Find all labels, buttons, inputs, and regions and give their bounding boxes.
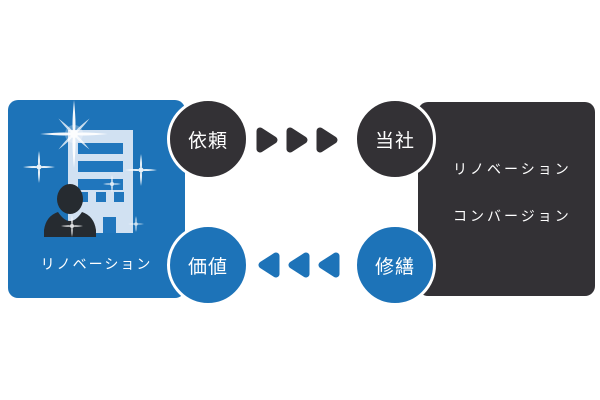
arrow-left-icon xyxy=(288,252,310,278)
arrow-right-icon xyxy=(286,127,308,153)
arrow-right-icon xyxy=(256,127,278,153)
arrow-right-icon xyxy=(316,127,338,153)
circle-company: 当社 xyxy=(354,98,436,180)
circle-value-label: 価値 xyxy=(187,256,228,278)
arrow-left-icon xyxy=(318,252,340,278)
result-line-renovation: リノベーション xyxy=(453,161,572,177)
left-card-label: リノベーション xyxy=(40,256,153,272)
circle-repair: 修繕 xyxy=(354,224,436,306)
result-line-conversion: コンバージョン xyxy=(453,208,572,224)
circle-value: 価値 xyxy=(167,224,249,306)
person-silhouette-icon xyxy=(44,184,96,237)
arrow-left-icon xyxy=(258,252,280,278)
sparkle-icon xyxy=(23,100,157,237)
flow-bottom-arrows xyxy=(256,250,342,280)
flow-top-arrows xyxy=(254,125,340,155)
circle-repair-label: 修繕 xyxy=(374,256,415,278)
circle-request: 依頼 xyxy=(167,98,249,180)
building-icon xyxy=(68,130,133,233)
circle-request-label: 依頼 xyxy=(187,130,228,152)
renovation-card: リノベーション xyxy=(8,100,185,298)
building-with-person-sparkle-icon xyxy=(23,100,157,237)
result-card: リノベーション コンバージョン xyxy=(418,102,595,296)
circle-company-label: 当社 xyxy=(374,130,415,152)
